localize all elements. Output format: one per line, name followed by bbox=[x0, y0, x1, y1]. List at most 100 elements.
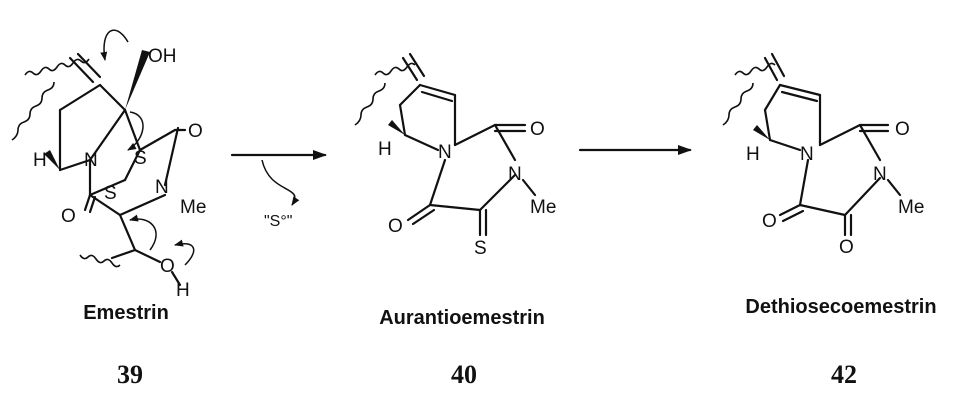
bond bbox=[818, 123, 862, 147]
atom-label-n: N bbox=[84, 150, 98, 171]
bond bbox=[453, 123, 497, 147]
bond bbox=[408, 52, 426, 78]
bond bbox=[418, 83, 457, 97]
atom-label-h: H bbox=[176, 280, 190, 301]
bond bbox=[123, 148, 142, 182]
bond bbox=[478, 173, 517, 212]
reagent-label: "S°" bbox=[264, 213, 292, 230]
bond bbox=[88, 195, 97, 214]
bond bbox=[118, 213, 137, 252]
bond bbox=[763, 83, 782, 112]
bond bbox=[428, 158, 447, 207]
atom-label-o: O bbox=[530, 119, 545, 140]
atom-label-me: Me bbox=[180, 197, 206, 218]
bond bbox=[123, 108, 142, 152]
atom-label-me: Me bbox=[898, 197, 924, 218]
bond bbox=[83, 193, 92, 212]
wavy-bond-top bbox=[734, 62, 776, 76]
bond bbox=[88, 108, 127, 162]
bond bbox=[763, 108, 772, 142]
bond bbox=[493, 123, 517, 162]
compound-number-40: 40 bbox=[451, 360, 477, 389]
atom-label-o: O bbox=[160, 256, 175, 277]
bond bbox=[163, 126, 180, 187]
structure-emestrin: OH O H N S S N O Me O H bbox=[11, 29, 206, 301]
bond bbox=[58, 83, 102, 112]
bond bbox=[778, 203, 802, 217]
bond bbox=[778, 83, 822, 97]
structure-aurantioemestrin: O H N N O Me S bbox=[354, 52, 556, 259]
bond bbox=[406, 203, 432, 222]
bond bbox=[118, 193, 167, 217]
atom-label-me: Me bbox=[530, 197, 556, 218]
compound-name-emestrin: Emestrin bbox=[83, 302, 169, 324]
bond bbox=[403, 133, 440, 152]
compound-number-42: 42 bbox=[831, 360, 857, 389]
compound-name-dethiosecoemestrin: Dethiosecoemestrin bbox=[745, 296, 936, 318]
atom-label-o: O bbox=[839, 237, 854, 258]
bond bbox=[428, 203, 482, 212]
atom-label-o: O bbox=[388, 216, 403, 237]
bond bbox=[110, 248, 137, 260]
wedge-bond bbox=[125, 50, 150, 110]
bond bbox=[401, 56, 419, 82]
wedge-bond bbox=[388, 120, 405, 135]
bond bbox=[798, 203, 847, 217]
atom-label-o: O bbox=[895, 119, 910, 140]
atom-label-s: S bbox=[104, 183, 117, 204]
bond bbox=[781, 209, 805, 223]
bond bbox=[170, 270, 182, 287]
electron-arrow bbox=[127, 111, 144, 151]
atom-label-n: N bbox=[155, 177, 169, 198]
electron-arrow bbox=[174, 239, 195, 266]
atom-label-n: N bbox=[800, 144, 814, 165]
wedge-bond bbox=[753, 125, 770, 140]
bond bbox=[138, 128, 177, 152]
wavy-bond-top bbox=[24, 58, 90, 76]
bond bbox=[411, 208, 436, 226]
atom-label-n: N bbox=[508, 164, 522, 185]
bond bbox=[768, 138, 802, 152]
bond bbox=[858, 123, 882, 162]
atom-label-n: N bbox=[438, 142, 452, 163]
bond bbox=[133, 248, 162, 264]
wavy-bond-left bbox=[722, 82, 754, 126]
wavy-bond-left bbox=[11, 81, 55, 141]
atom-label-h: H bbox=[33, 150, 47, 171]
atom-label-oh: OH bbox=[148, 46, 177, 67]
reaction-arrow-1: "S°" bbox=[230, 150, 327, 230]
atom-label-s: S bbox=[474, 238, 487, 259]
atom-label-s: S bbox=[134, 148, 147, 169]
atom-label-o: O bbox=[762, 211, 777, 232]
compound-name-aurantioemestrin: Aurantioemestrin bbox=[379, 307, 545, 329]
structure-dethiosecoemestrin: O H N N O Me O bbox=[722, 52, 924, 258]
bond bbox=[76, 52, 102, 79]
wedge-bond bbox=[44, 150, 60, 170]
bond bbox=[770, 52, 786, 78]
bond bbox=[798, 158, 810, 207]
extrusion-arrow bbox=[261, 159, 300, 206]
bond bbox=[398, 83, 422, 107]
atom-label-o: O bbox=[188, 121, 203, 142]
bond bbox=[88, 178, 127, 197]
bond bbox=[763, 56, 779, 82]
bond bbox=[843, 176, 882, 217]
electron-arrow bbox=[129, 214, 157, 251]
bond bbox=[398, 103, 407, 137]
wavy-bond-bottom bbox=[79, 254, 121, 268]
compound-number-39: 39 bbox=[117, 360, 143, 389]
bond bbox=[68, 56, 95, 84]
wavy-bond-left bbox=[354, 82, 386, 126]
atom-label-o: O bbox=[61, 206, 76, 227]
electron-arrow bbox=[100, 29, 129, 61]
bond bbox=[886, 178, 902, 197]
atom-label-n: N bbox=[873, 164, 887, 185]
atom-label-h: H bbox=[746, 144, 760, 165]
atom-label-h: H bbox=[378, 139, 392, 160]
bond bbox=[58, 158, 92, 172]
bond bbox=[98, 83, 127, 112]
bond bbox=[420, 90, 454, 103]
bond bbox=[521, 178, 537, 197]
